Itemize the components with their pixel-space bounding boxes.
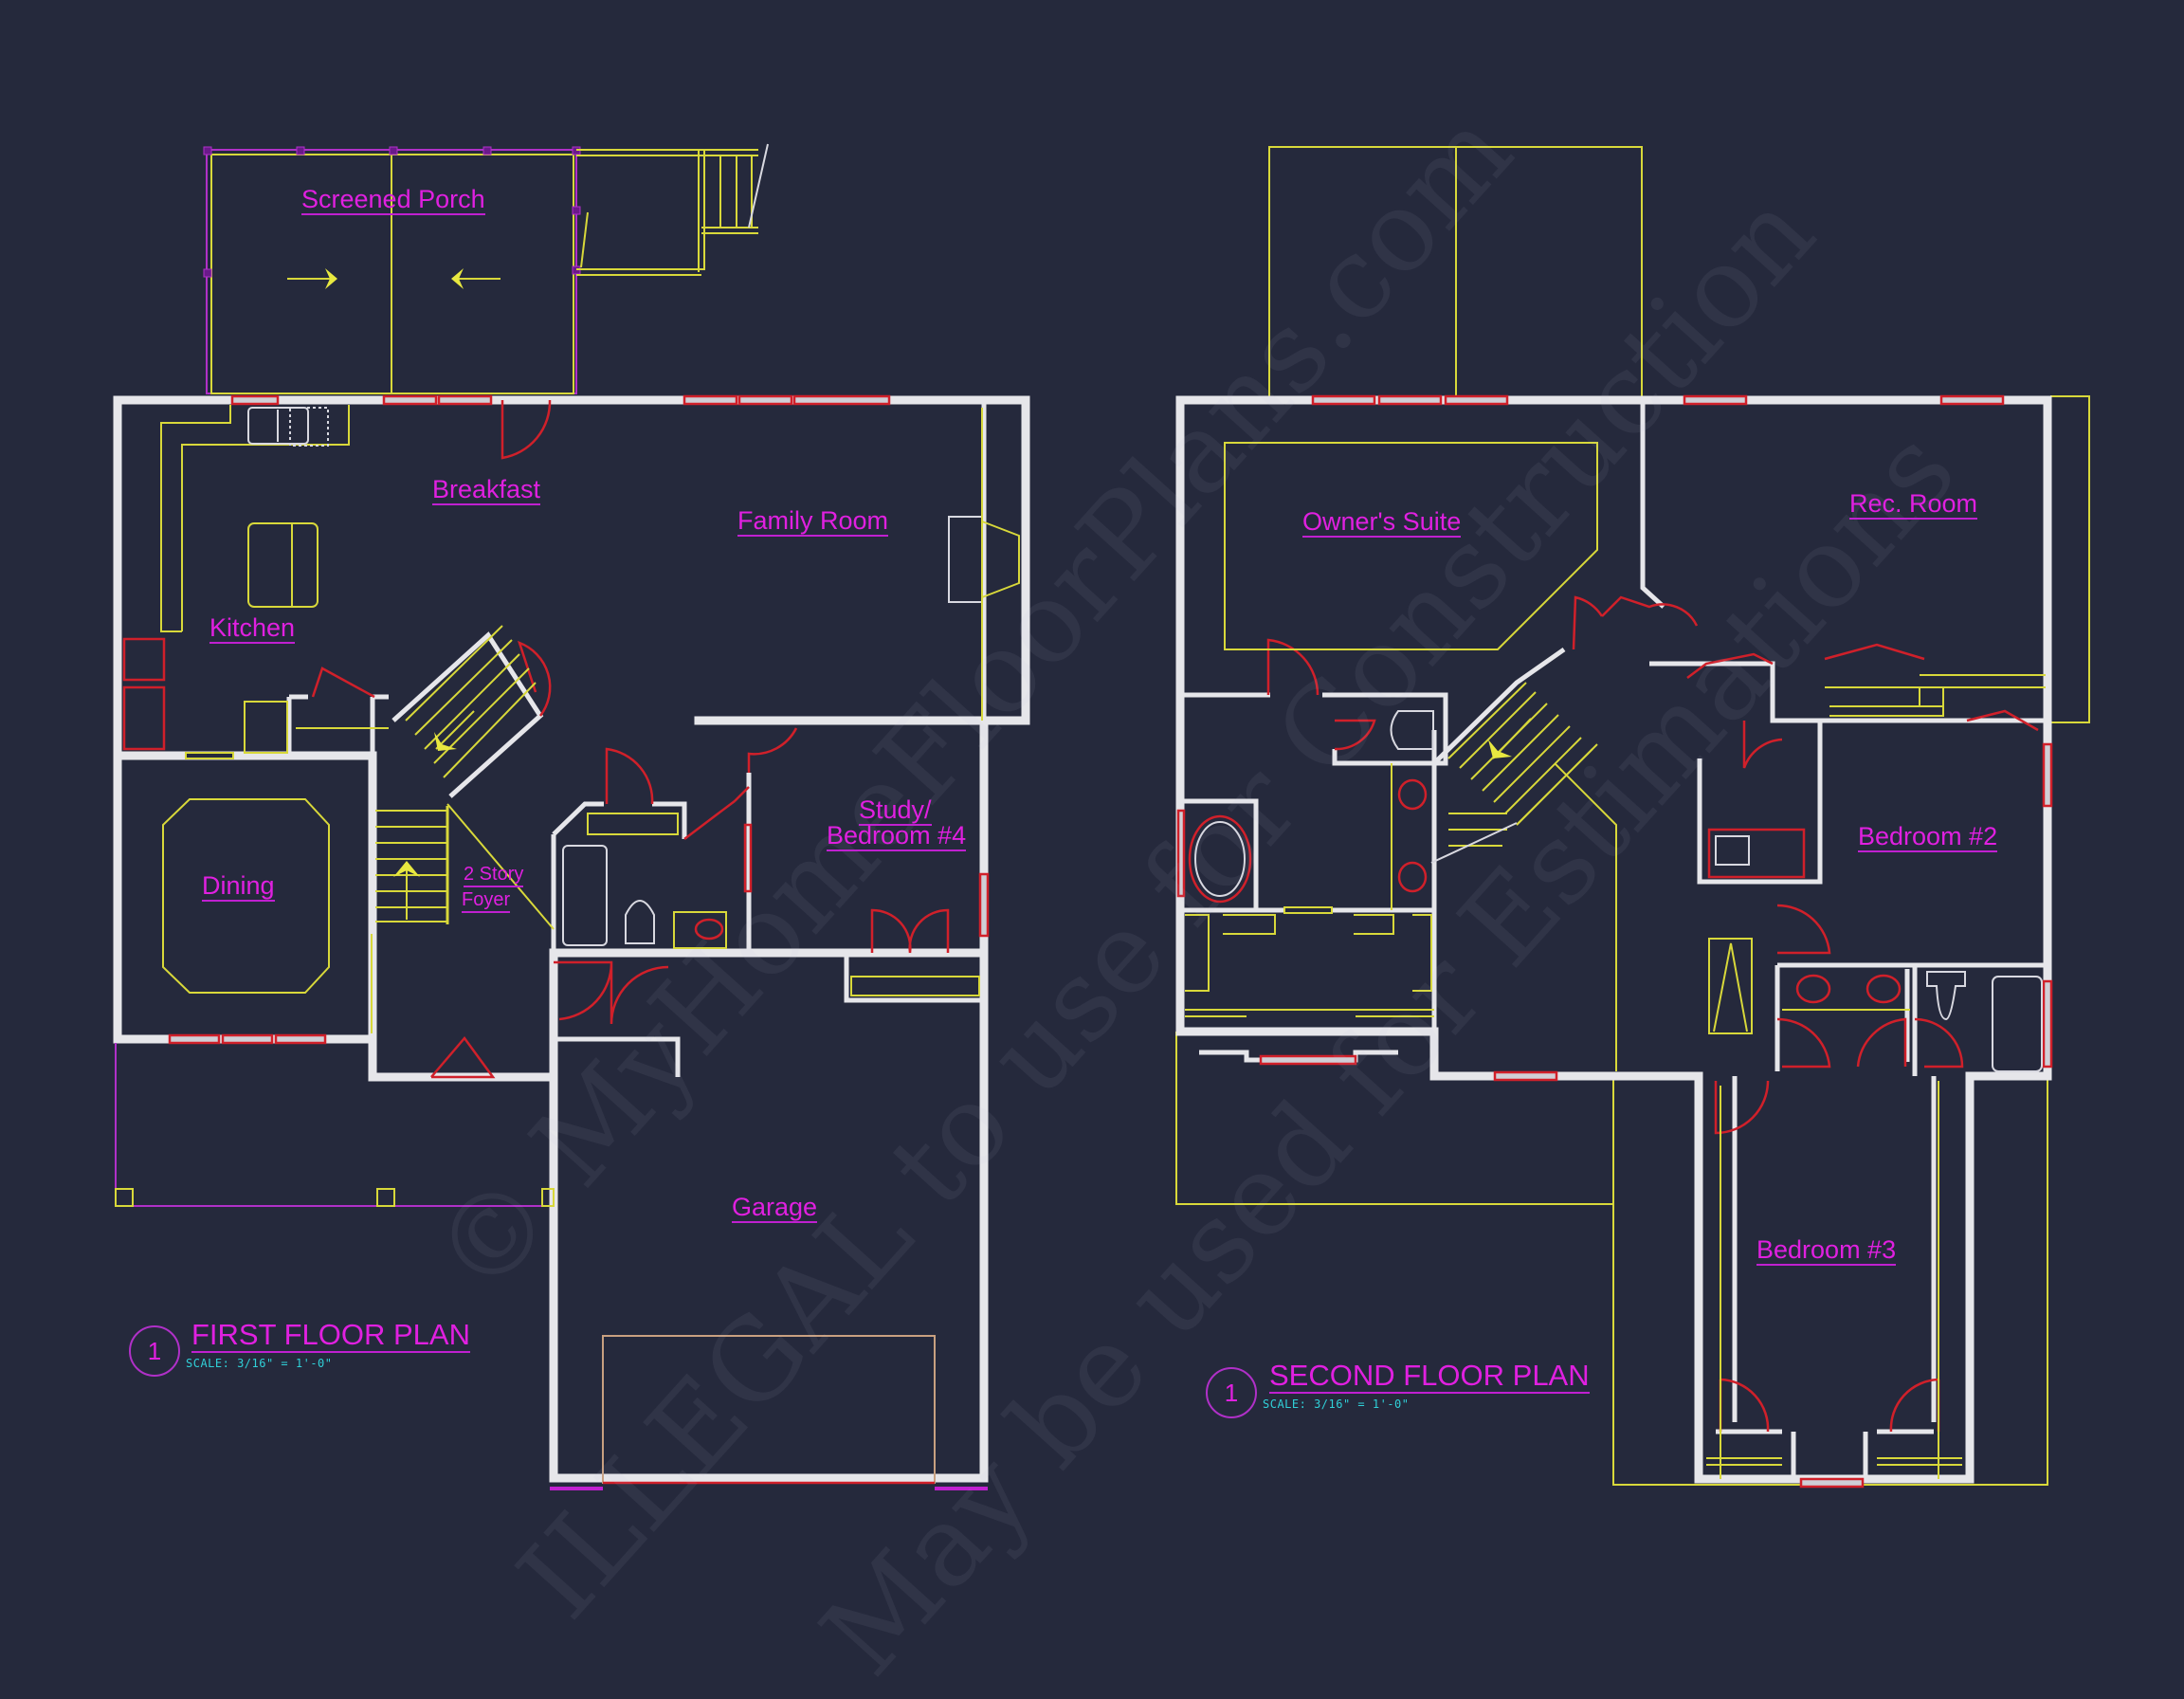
screened-porch-outline xyxy=(203,143,769,394)
upper-stair-arrow-icon xyxy=(1488,718,1532,759)
porch-arrow-right-icon xyxy=(287,268,337,289)
stair-arrow-up-icon xyxy=(393,861,420,920)
stair-arrow-down-icon xyxy=(434,710,475,751)
room-label-family-room: Family Room xyxy=(737,507,889,538)
room-label-rec-room: Rec. Room xyxy=(1849,490,1978,521)
bedroom-2-closet-and-bath xyxy=(1707,674,2046,1072)
second-floor-drawing-number: 1 xyxy=(1206,1367,1257,1418)
first-floor-title: FIRST FLOOR PLAN xyxy=(191,1318,470,1353)
owners-suite-tray-ceiling xyxy=(1224,442,1598,650)
first-floor-doors xyxy=(311,399,950,1079)
first-floor-windows xyxy=(168,394,990,1045)
study-closet xyxy=(850,976,980,996)
room-label-study-line1: Study/ xyxy=(859,796,932,827)
second-floor-title: SECOND FLOOR PLAN xyxy=(1269,1359,1590,1394)
second-floor-plan xyxy=(1175,146,2090,1489)
roof-outlines xyxy=(1175,146,2090,1486)
room-label-study-line2: Bedroom #4 xyxy=(827,822,967,852)
fireplace xyxy=(948,408,1020,721)
kitchen-fixtures xyxy=(122,405,389,754)
porch-arrow-left-icon xyxy=(451,268,500,289)
second-floor-doors xyxy=(1266,595,2039,1433)
hall-bath-fixtures xyxy=(562,813,727,949)
room-label-foyer-line1: 2 Story xyxy=(464,865,524,887)
first-floor-scale: SCALE: 3/16" = 1'-0" xyxy=(186,1357,333,1370)
first-floor-stairs xyxy=(375,625,555,930)
room-label-bedroom-2: Bedroom #2 xyxy=(1858,823,1998,853)
floor-plan-drawing xyxy=(113,143,2090,1490)
second-floor-scale: SCALE: 3/16" = 1'-0" xyxy=(1263,1398,1410,1411)
room-label-kitchen: Kitchen xyxy=(209,614,296,645)
second-floor-stairs xyxy=(1430,682,1617,1071)
second-floor-walls xyxy=(1175,395,2052,1484)
room-label-dining: Dining xyxy=(202,872,275,903)
room-label-breakfast: Breakfast xyxy=(432,476,541,506)
first-floor-walls xyxy=(113,395,1030,1483)
dining-table-outline xyxy=(162,798,373,1033)
first-floor-drawing-number: 1 xyxy=(129,1325,180,1377)
room-label-owners-suite: Owner's Suite xyxy=(1302,508,1462,539)
room-label-garage: Garage xyxy=(732,1194,818,1224)
bedroom-3-closets xyxy=(1706,1081,1962,1479)
second-floor-windows xyxy=(1176,394,2053,1489)
room-label-bedroom-3: Bedroom #3 xyxy=(1756,1236,1897,1267)
garage-door-outline xyxy=(550,1335,988,1490)
room-label-foyer-line2: Foyer xyxy=(462,890,511,913)
owners-bath-fixtures xyxy=(1185,710,1434,1017)
room-label-screened-porch: Screened Porch xyxy=(301,186,485,216)
front-porch-outline xyxy=(115,1043,555,1207)
first-floor-plan xyxy=(113,143,1030,1490)
